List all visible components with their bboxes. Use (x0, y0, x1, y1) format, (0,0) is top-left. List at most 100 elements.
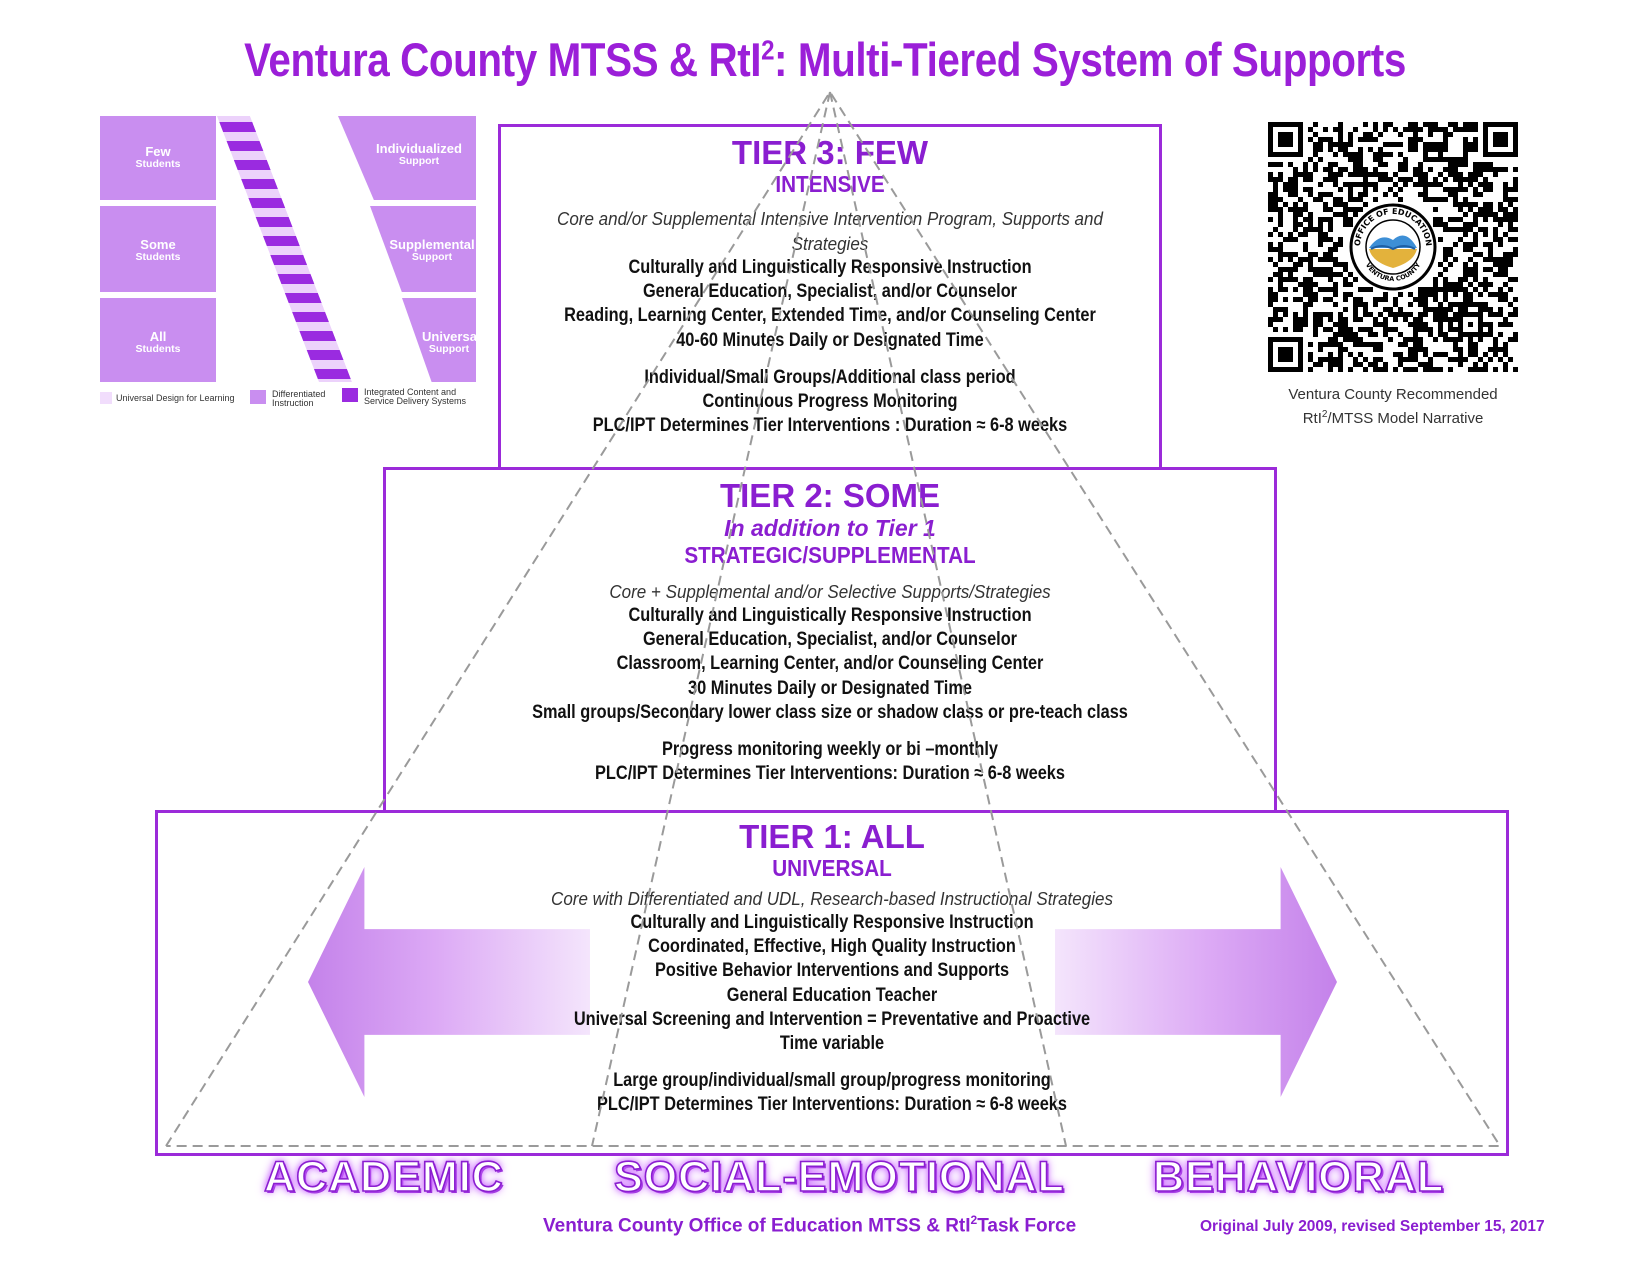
qr-module (1308, 222, 1313, 227)
qr-module (1418, 327, 1423, 332)
qr-module (1338, 242, 1343, 247)
qr-module (1433, 297, 1438, 302)
qr-module (1348, 332, 1353, 337)
qr-module (1298, 282, 1303, 287)
qr-module (1328, 162, 1333, 167)
qr-module (1378, 312, 1383, 317)
qr-module (1278, 277, 1283, 282)
qr-module (1458, 362, 1463, 367)
qr-module (1273, 292, 1278, 297)
qr-module (1468, 272, 1473, 277)
qr-module (1368, 287, 1373, 292)
qr-module (1403, 337, 1408, 342)
qr-module (1393, 182, 1398, 187)
qr-module (1423, 177, 1428, 182)
qr-module (1308, 187, 1313, 192)
qr-module (1328, 352, 1333, 357)
qr-module (1498, 222, 1503, 227)
qr-module (1318, 357, 1323, 362)
qr-module (1403, 177, 1408, 182)
qr-module (1308, 127, 1313, 132)
qr-module (1363, 172, 1368, 177)
qr-module (1283, 267, 1288, 272)
tier1-lines: Culturally and Linguistically Responsive… (573, 912, 1091, 1116)
qr-module (1308, 177, 1313, 182)
qr-module (1308, 292, 1313, 297)
qr-module (1348, 157, 1353, 162)
qr-module (1278, 197, 1283, 202)
qr-module (1358, 302, 1363, 307)
qr-module (1293, 317, 1298, 322)
qr-module (1268, 202, 1273, 207)
qr-module (1358, 287, 1363, 292)
qr-module (1338, 137, 1343, 142)
qr-module (1488, 267, 1493, 272)
qr-module (1353, 197, 1358, 202)
qr-module (1473, 242, 1478, 247)
qr-module (1493, 337, 1498, 342)
qr-module (1313, 297, 1318, 302)
qr-module (1303, 302, 1308, 307)
qr-module (1308, 212, 1313, 217)
qr-module (1353, 127, 1358, 132)
qr-module (1453, 292, 1458, 297)
qr-module (1278, 317, 1283, 322)
qr-module (1418, 127, 1423, 132)
qr-module (1418, 287, 1423, 292)
qr-module (1383, 127, 1388, 132)
qr-module (1463, 162, 1468, 167)
qr-module (1353, 157, 1358, 162)
qr-module (1283, 187, 1288, 192)
qr-module (1473, 177, 1478, 182)
qr-module (1268, 192, 1273, 197)
qr-module (1323, 192, 1328, 197)
qr-module (1318, 242, 1323, 247)
qr-module (1438, 152, 1443, 157)
qr-module (1308, 157, 1313, 162)
qr-module (1323, 257, 1328, 262)
qr-module (1358, 327, 1363, 332)
qr-module (1503, 282, 1508, 287)
qr-module (1423, 147, 1428, 152)
qr-module (1308, 297, 1313, 302)
qr-module (1508, 277, 1513, 282)
qr-module (1363, 327, 1368, 332)
band-stripe (248, 198, 286, 208)
qr-module (1443, 227, 1448, 232)
qr-module (1328, 222, 1333, 227)
qr-module (1473, 167, 1478, 172)
qr-module (1478, 182, 1483, 187)
qr-module (1328, 177, 1333, 182)
qr-module (1293, 167, 1298, 172)
qr-module (1303, 242, 1308, 247)
qr-module (1433, 122, 1438, 127)
qr-module (1383, 297, 1388, 302)
qr-module (1363, 132, 1368, 137)
qr-module (1303, 232, 1308, 237)
qr-module (1328, 257, 1333, 262)
qr-module (1333, 282, 1338, 287)
qr-module (1483, 182, 1488, 187)
qr-module (1358, 162, 1363, 167)
qr-module (1458, 177, 1463, 182)
qr-module (1273, 182, 1278, 187)
qr-module (1338, 332, 1343, 337)
qr-module (1318, 217, 1323, 222)
qr-module (1443, 352, 1448, 357)
qr-module (1483, 242, 1488, 247)
qr-module (1413, 327, 1418, 332)
qr-module (1473, 127, 1478, 132)
qr-module (1378, 157, 1383, 162)
qr-module (1513, 332, 1518, 337)
qr-module (1288, 237, 1293, 242)
qr-module (1508, 197, 1513, 202)
qr-module (1343, 277, 1348, 282)
qr-module (1303, 277, 1308, 282)
qr-module (1498, 257, 1503, 262)
qr-module (1268, 177, 1273, 182)
qr-module (1473, 202, 1478, 207)
qr-module (1403, 367, 1408, 372)
qr-module (1378, 152, 1383, 157)
qr-module (1318, 362, 1323, 367)
qr-module (1478, 172, 1483, 177)
